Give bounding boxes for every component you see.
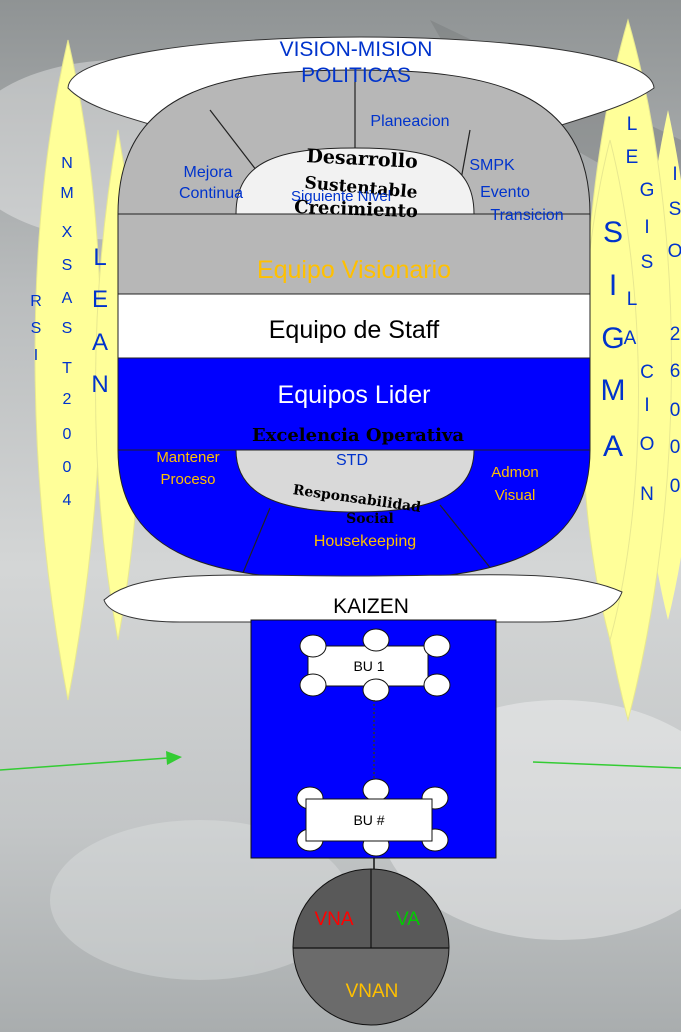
vnan-label: VNAN bbox=[346, 981, 399, 1002]
left-mid-letter: 0 bbox=[63, 426, 72, 443]
bu-last-label: BU # bbox=[353, 812, 384, 828]
std-label: STD bbox=[336, 452, 368, 469]
kaizen-label: KAIZEN bbox=[333, 595, 409, 618]
evento-label: Evento bbox=[480, 184, 530, 201]
housekeeping-label: Housekeeping bbox=[314, 533, 416, 550]
rssi-letters: RSI bbox=[30, 293, 42, 364]
right-arrow-line bbox=[532, 761, 681, 769]
right-iso-letter: I bbox=[672, 164, 677, 185]
left-inner-letter: E bbox=[92, 286, 108, 313]
bu-last-group bbox=[296, 778, 449, 857]
right-iso-letter: 2 bbox=[670, 324, 681, 345]
left-mid-letter: S bbox=[62, 320, 73, 337]
left-mid-letter: 0 bbox=[63, 459, 72, 476]
left-inner-letter: N bbox=[91, 371, 108, 398]
vision-mision-label: VISION-MISION bbox=[280, 38, 433, 61]
right-iso-letter: S bbox=[669, 199, 681, 220]
bu1-label: BU 1 bbox=[353, 658, 384, 674]
right-sigma-letter: S bbox=[603, 216, 623, 249]
right-legis-letter: I bbox=[644, 217, 649, 238]
right-iso-letter: O bbox=[668, 241, 681, 262]
right-legis-letter: O bbox=[640, 434, 655, 455]
transicion-label: Transicion bbox=[490, 207, 563, 224]
right-legis-letter: N bbox=[640, 484, 654, 505]
vna-label: VNA bbox=[314, 909, 353, 930]
right-sigma-letter: I bbox=[609, 269, 617, 302]
staff-label: Equipo de Staff bbox=[269, 316, 440, 344]
left-mid-letter: X bbox=[62, 224, 73, 241]
right-iso-letter: 6 bbox=[670, 361, 681, 382]
social-label: Social bbox=[346, 511, 394, 527]
left-mid-letter: M bbox=[60, 185, 73, 202]
left-mid-letter: 2 bbox=[63, 391, 72, 408]
siguiente-nivel-label: Siguiente Nivel bbox=[291, 188, 391, 205]
smpk-label: SMPK bbox=[469, 157, 515, 174]
mantener-label: Mantener bbox=[156, 449, 219, 466]
va-label: VA bbox=[396, 909, 420, 930]
right-legis-letter: S bbox=[641, 252, 654, 273]
right-legis-letter: C bbox=[640, 362, 654, 383]
visionario-label: Equipo Visionario bbox=[257, 256, 451, 284]
mejora-label: Mejora bbox=[184, 164, 233, 181]
left-inner-letter: A bbox=[92, 329, 108, 356]
right-iso-letter: 0 bbox=[670, 400, 681, 421]
kaizen-arch bbox=[103, 574, 623, 623]
right-sigma-letter: A bbox=[603, 430, 623, 463]
lider-label: Equipos Lider bbox=[278, 381, 431, 409]
rssi-banner bbox=[34, 39, 102, 701]
left-mid-letter: S bbox=[62, 257, 73, 274]
right-legis-letter: A bbox=[624, 328, 637, 349]
left-mid-letter: 4 bbox=[63, 492, 72, 509]
right-sigma-letter: M bbox=[601, 374, 626, 407]
left-mid-letter: T bbox=[62, 360, 72, 377]
admon-label: Admon bbox=[491, 464, 539, 481]
right-sigma-letter: G bbox=[601, 322, 624, 355]
planeacion-label: Planeacion bbox=[370, 113, 449, 130]
left-outer-letter: I bbox=[34, 347, 38, 364]
visual-label: Visual bbox=[495, 487, 536, 504]
crecimiento-label: Crecimiento bbox=[294, 197, 418, 222]
excelencia-label: Excelencia Operativa bbox=[252, 425, 464, 446]
right-iso-letter: 0 bbox=[670, 476, 681, 497]
left-mid-letter: A bbox=[62, 290, 73, 307]
band-lider bbox=[117, 357, 591, 451]
right-legis-letter: L bbox=[627, 289, 638, 310]
bu1-group bbox=[299, 628, 451, 702]
right-legis-letter: E bbox=[626, 147, 639, 168]
left-arrow bbox=[0, 751, 182, 771]
left-outer-letter: R bbox=[30, 293, 42, 310]
inner-dome bbox=[235, 147, 475, 215]
continua-label: Continua bbox=[179, 185, 243, 202]
right-legis-letter: G bbox=[640, 180, 655, 201]
politicas-label: POLITICAS bbox=[301, 64, 411, 87]
right-legis-letter: I bbox=[644, 395, 649, 416]
band-visionario bbox=[117, 213, 591, 295]
iso-letters: ISO 2 6 0 0 0 bbox=[668, 164, 681, 497]
proceso-label: Proceso bbox=[160, 471, 215, 488]
left-outer-letter: S bbox=[31, 320, 42, 337]
value-circle bbox=[292, 868, 450, 1026]
left-mid-letter: N bbox=[61, 155, 73, 172]
left-inner-letter: L bbox=[93, 244, 106, 271]
right-iso-letter: 0 bbox=[670, 437, 681, 458]
right-legis-letter: L bbox=[627, 114, 638, 135]
